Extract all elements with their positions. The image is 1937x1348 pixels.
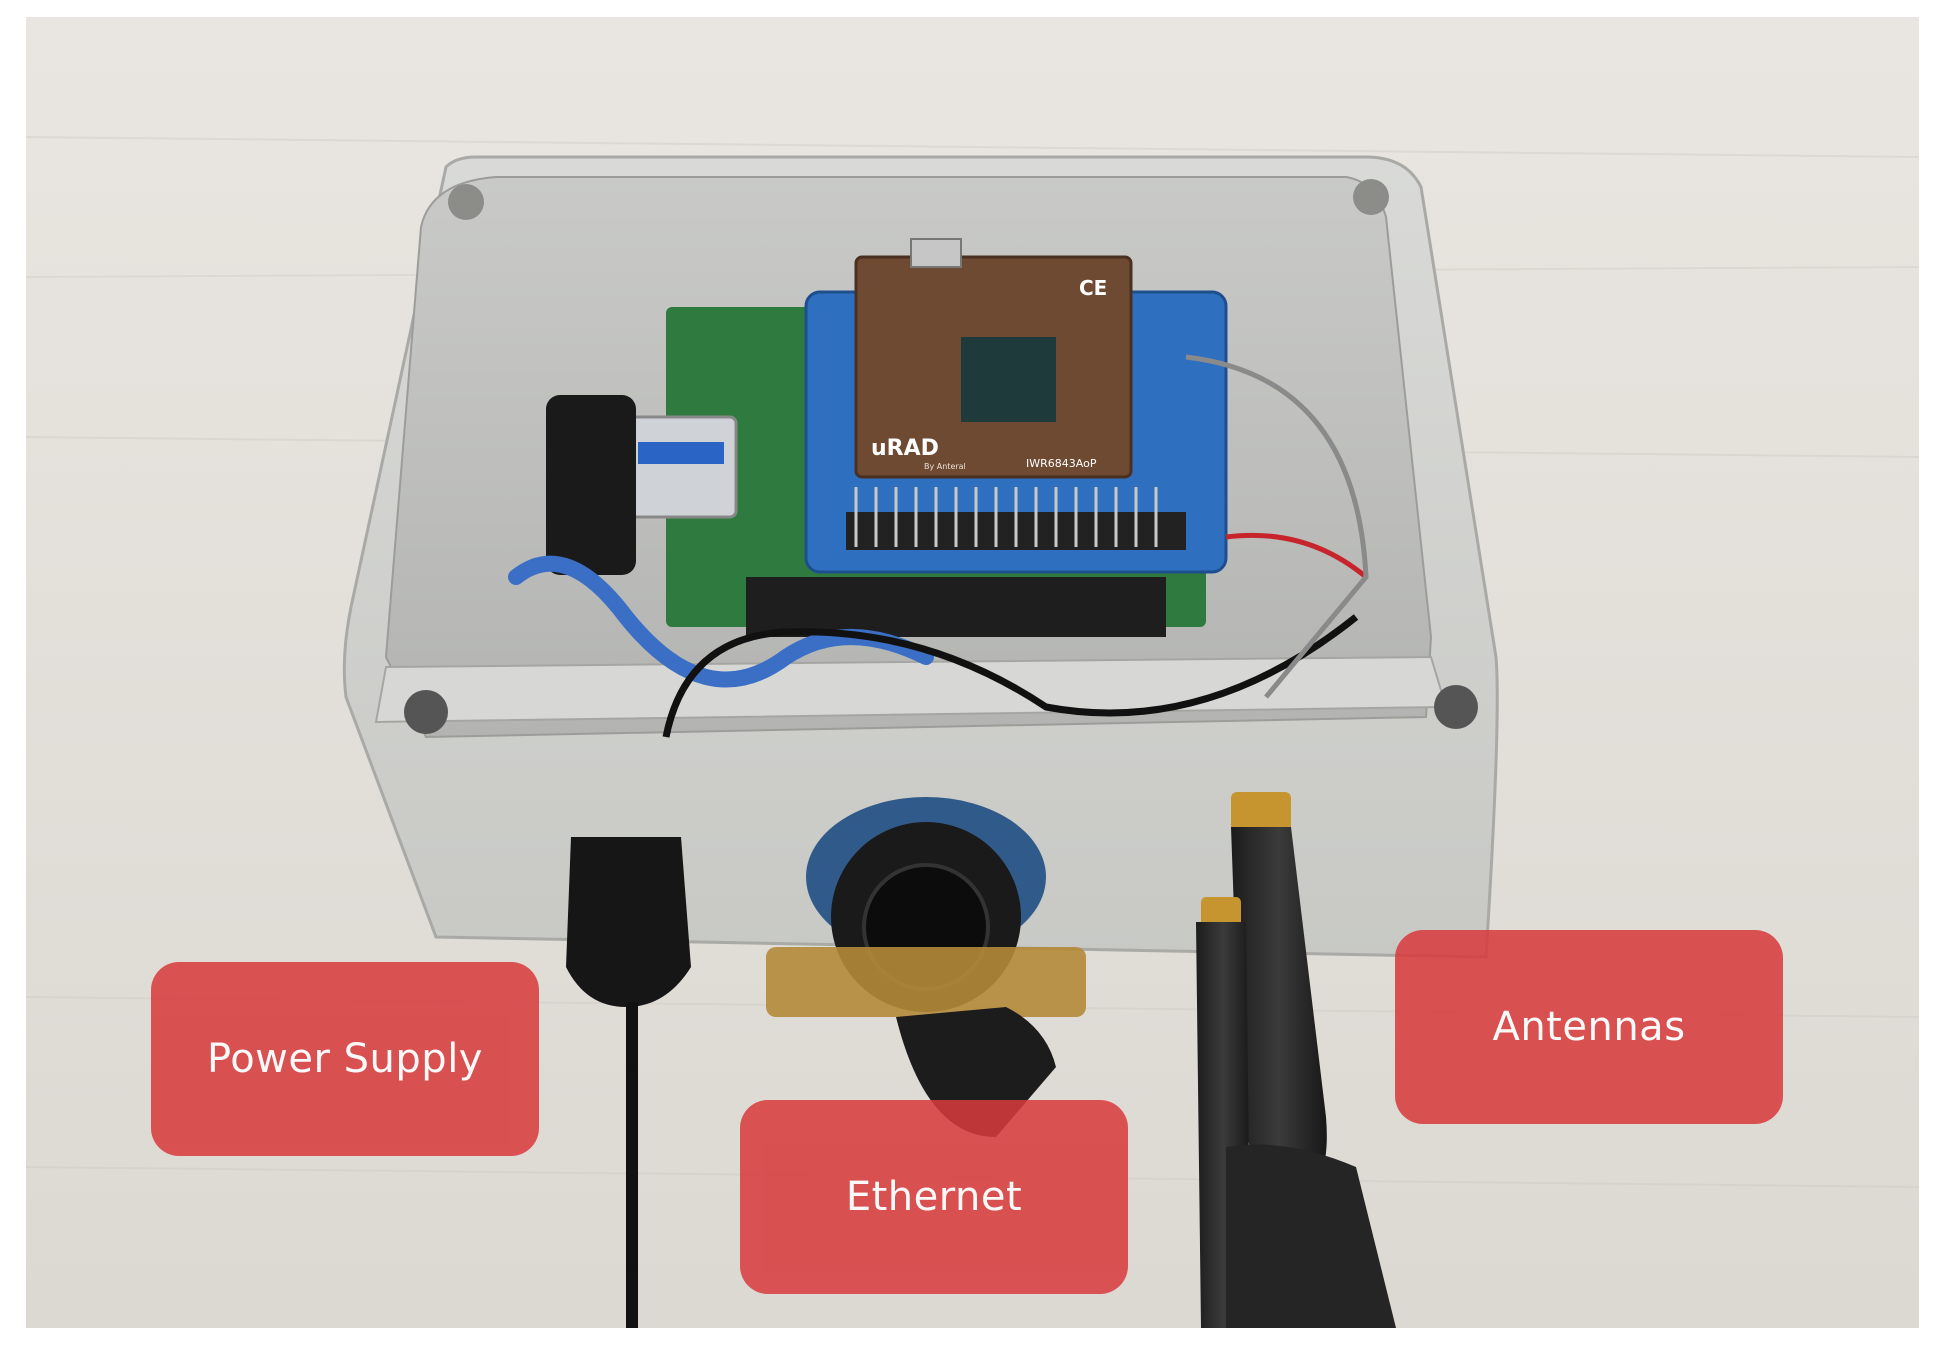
radar-chip (961, 337, 1056, 422)
antennas-group (1196, 792, 1396, 1328)
ethernet-bracket (766, 947, 1086, 1017)
power-cable (626, 1002, 638, 1328)
ce-mark-text: CE (1079, 276, 1107, 300)
chip-label-text: IWR6843AoP (1026, 457, 1097, 470)
ethernet-label: Ethernet (740, 1100, 1128, 1294)
screw-hole-icon (404, 690, 448, 734)
power-cable-inner (662, 614, 1359, 738)
power-supply-label: Power Supply (151, 962, 539, 1156)
screw-hole-icon (448, 184, 484, 220)
board-brand-text: uRAD (871, 436, 939, 461)
screw-hole-icon (1353, 179, 1389, 215)
board-brand-sub-text: By Anteral (924, 462, 966, 471)
antenna-1 (1231, 827, 1327, 1207)
usb-dongle (546, 395, 636, 575)
usb-port (624, 415, 738, 519)
power-cable-gland (566, 837, 691, 1007)
antenna-connector (1231, 792, 1291, 832)
micro-usb-port (910, 238, 962, 268)
antennas-label: Antennas (1395, 930, 1783, 1124)
screw-hole-icon (1434, 685, 1478, 729)
